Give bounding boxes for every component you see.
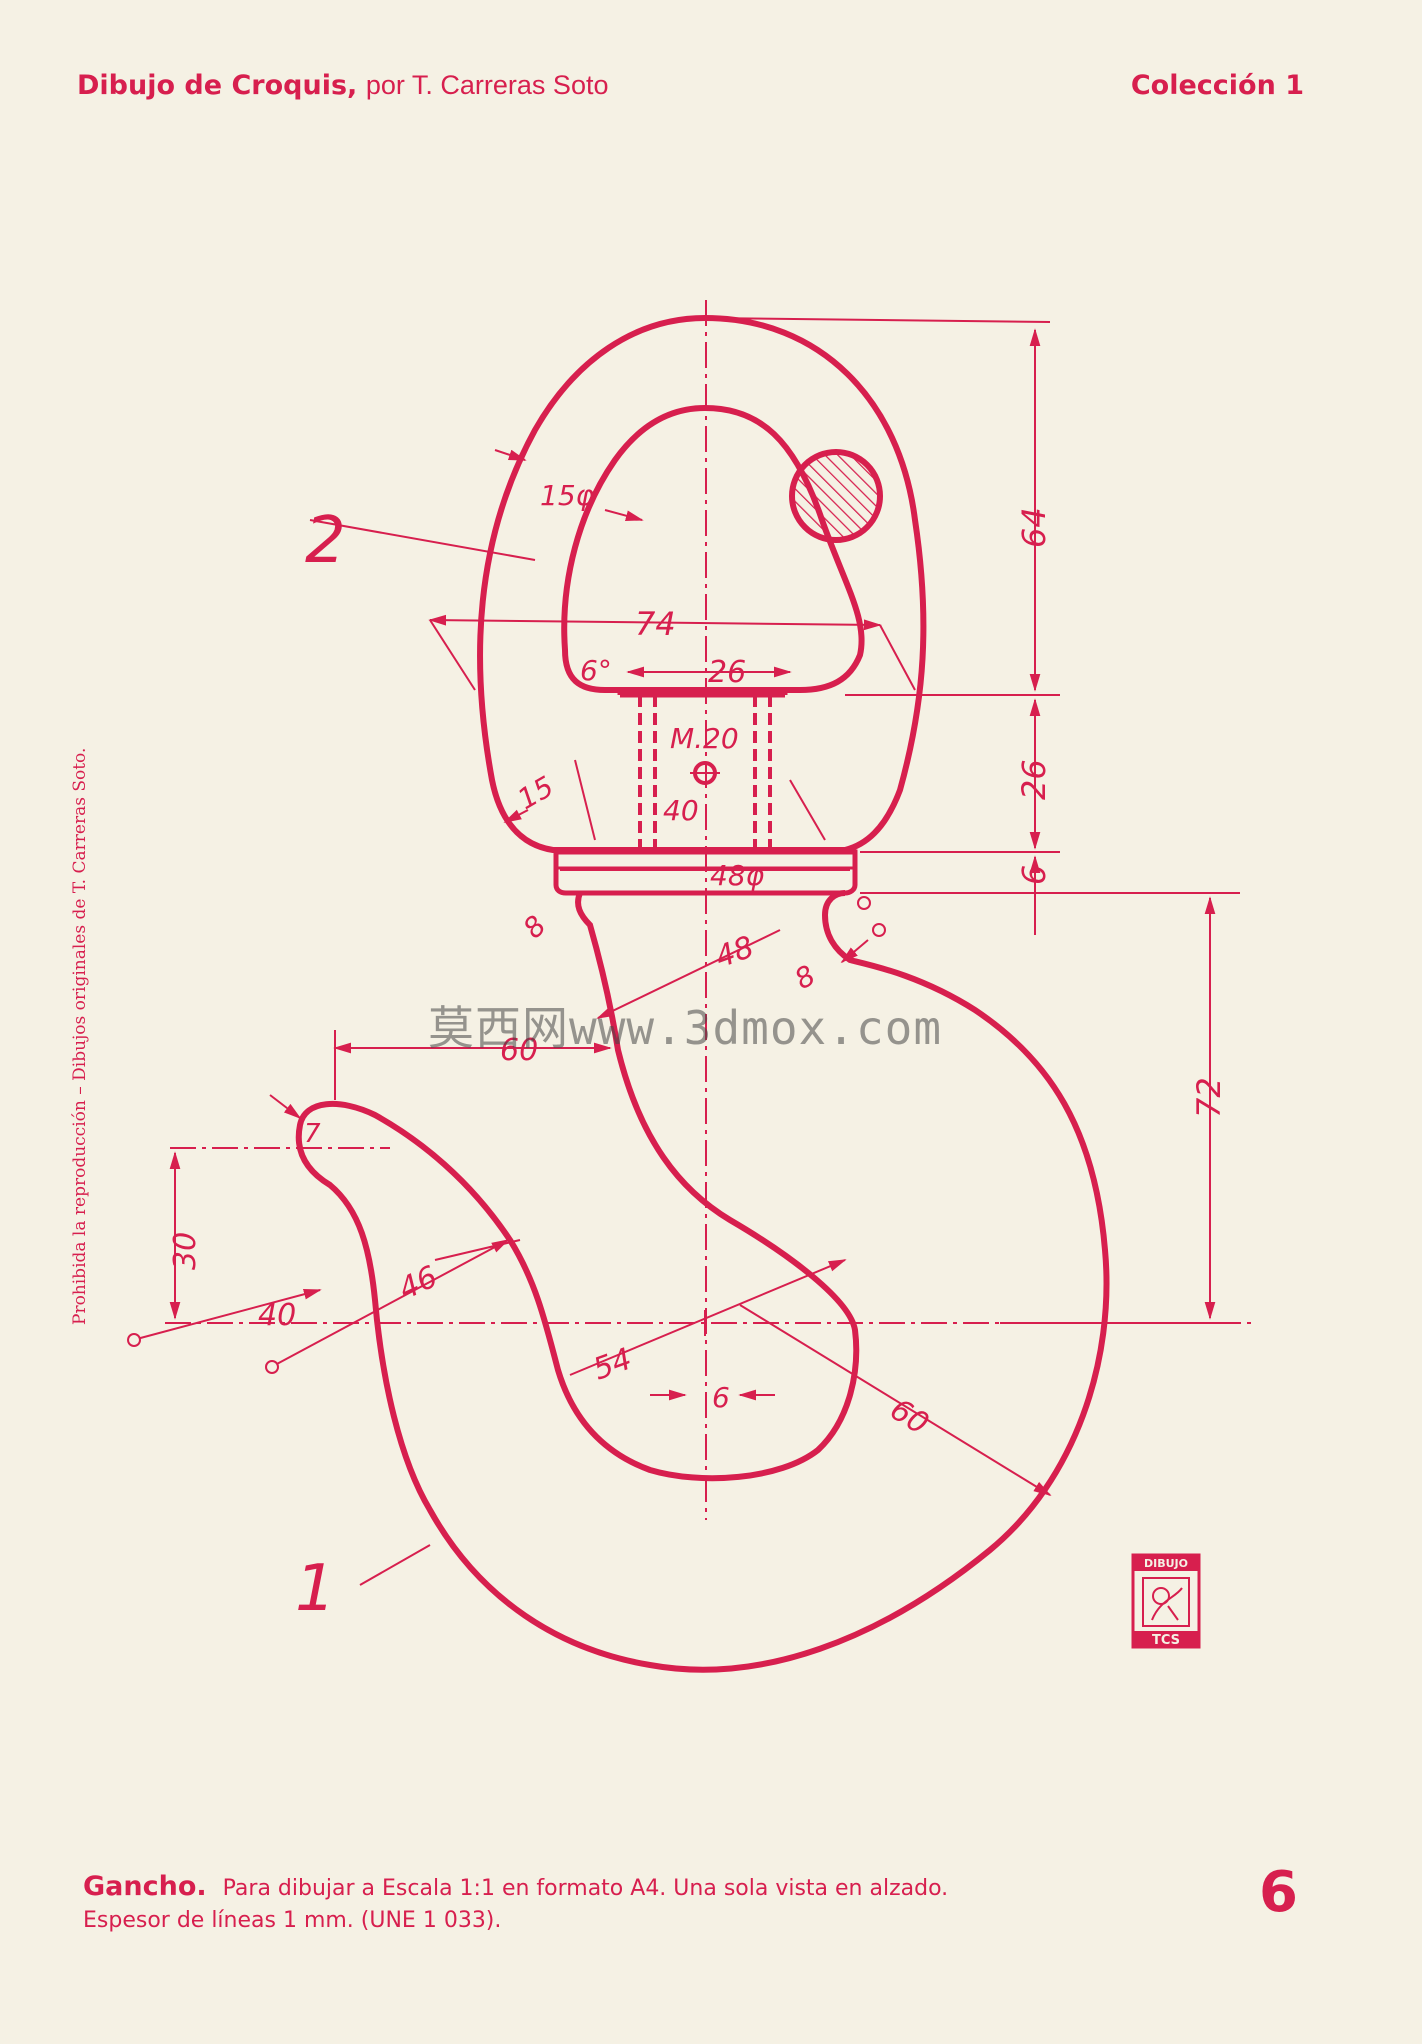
dim-48: 48 <box>711 930 759 976</box>
dim-7: 7 <box>304 1119 321 1149</box>
header-title: Dibujo de Croquis, por T. Carreras Soto <box>77 70 608 101</box>
dim-15-phi: 15φ <box>540 479 595 512</box>
book-title: Dibujo de Croquis, <box>77 70 358 101</box>
dim-8-right: 8 <box>789 959 821 996</box>
dim-8-left: 8 <box>517 909 553 945</box>
dim-60-top: 60 <box>500 1033 538 1068</box>
center-lines <box>165 300 1255 1520</box>
dimension-lines <box>132 317 1240 1586</box>
dim-72: 72 <box>1190 1077 1228 1118</box>
dim-46: 46 <box>394 1259 443 1307</box>
dim-30: 30 <box>168 1232 203 1270</box>
dim-74: 74 <box>635 605 676 643</box>
part-label-1: 1 <box>295 1552 336 1626</box>
dim-26-vertical: 26 <box>1015 759 1053 800</box>
dim-6-small: 6 <box>712 1381 730 1414</box>
collection-label: Colección 1 <box>1130 70 1304 101</box>
leader-circles <box>127 896 886 1374</box>
dim-40-top: 40 <box>663 794 699 827</box>
logo-top-text: DIBUJO <box>1144 1557 1188 1570</box>
dim-64: 64 <box>1015 507 1053 548</box>
eye-outer-contour <box>477 314 927 853</box>
hatched-section <box>789 449 883 543</box>
part-label-2: 2 <box>305 504 346 578</box>
dim-40: 40 <box>258 1298 296 1333</box>
dim-60-bottom: 60 <box>884 1392 935 1442</box>
logo-bottom-text: TCS <box>1152 1633 1180 1648</box>
dim-6-vertical: 6 <box>1015 865 1053 885</box>
caption-title: Gancho. <box>83 1871 207 1902</box>
dim-48-phi: 48φ <box>710 859 765 892</box>
shank <box>617 690 788 850</box>
page-number: 6 <box>1259 1860 1298 1925</box>
caption: Gancho.Para dibujar a Escala 1:1 en form… <box>83 1871 983 1937</box>
eye-inner-contour <box>561 404 865 693</box>
watermark-text: 莫西网www.3dmox.com <box>428 1001 943 1055</box>
hook-body-contour <box>295 890 1110 1673</box>
dim-m20: M.20 <box>670 722 739 755</box>
dim-54: 54 <box>589 1342 637 1388</box>
dim-6-degree: 6° <box>580 654 612 687</box>
caption-text: Para dibujar a Escala 1:1 en formato A4.… <box>83 1876 949 1933</box>
dim-26-horizontal: 26 <box>708 655 746 690</box>
dibujo-tcs-logo: DIBUJO TCS <box>1131 1553 1201 1649</box>
author-name: por T. Carreras Soto <box>365 70 609 100</box>
dim-15-small: 15 <box>512 770 559 816</box>
